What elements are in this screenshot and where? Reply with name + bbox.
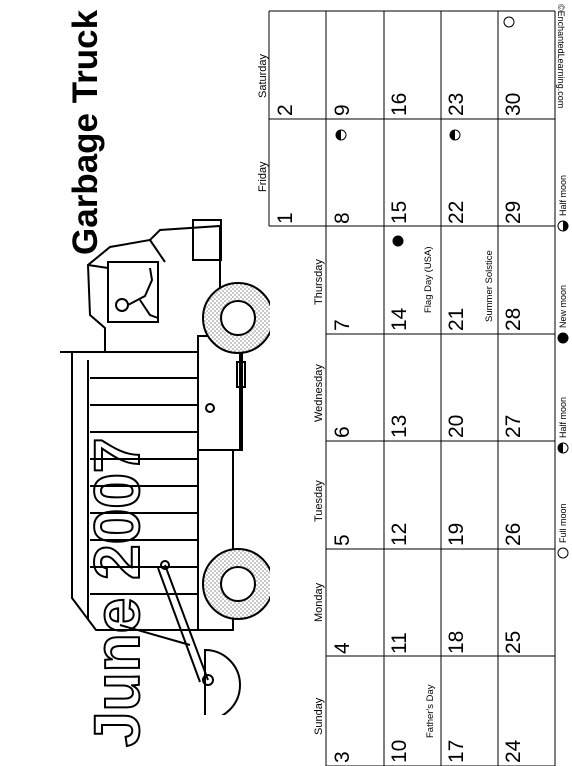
legend-new-moon-icon [557,332,569,344]
legend-half-moon-label: Half moon [558,396,568,438]
legend-new-moon-label: New moon [558,284,568,328]
half-moon-icon [335,129,347,141]
new-moon-icon [392,235,404,247]
full-moon-icon [503,16,515,28]
legend-full-moon-label: Full moon [558,503,568,543]
legend-half-moon-icon [557,442,569,454]
legend-full-moon-icon [557,547,569,559]
legend-half-moon-icon-2 [557,220,569,232]
legend-half-moon-label-2: Half moon [558,174,568,216]
garbage-truck-illustration [60,219,270,715]
half-moon-icon [449,129,461,141]
